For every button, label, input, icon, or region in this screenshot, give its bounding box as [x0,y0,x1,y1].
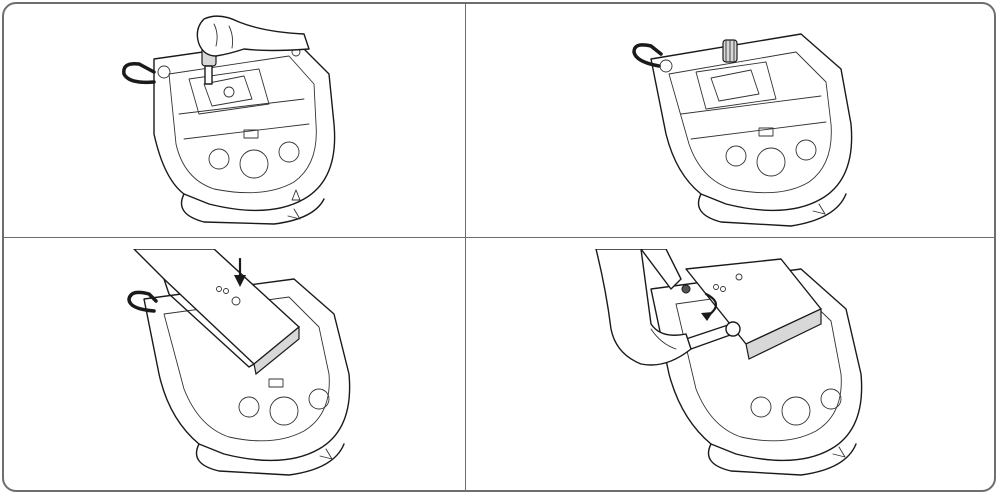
panel-step-4 [501,249,996,492]
motor-unit-illustration [4,249,466,483]
motor-unit-illustration [4,4,466,238]
hand-icon [197,16,309,56]
motor-housing [651,34,852,226]
panel-divider-vertical [465,4,466,490]
panel-step-1 [4,4,501,249]
panel-step-2 [501,4,996,249]
motor-unit-illustration [501,249,963,483]
spindle [723,40,737,62]
motor-unit-illustration [501,4,963,238]
motor-housing [154,39,335,224]
panel-divider-horizontal [4,237,994,238]
power-cable [124,64,154,83]
panel-step-3 [4,249,501,492]
